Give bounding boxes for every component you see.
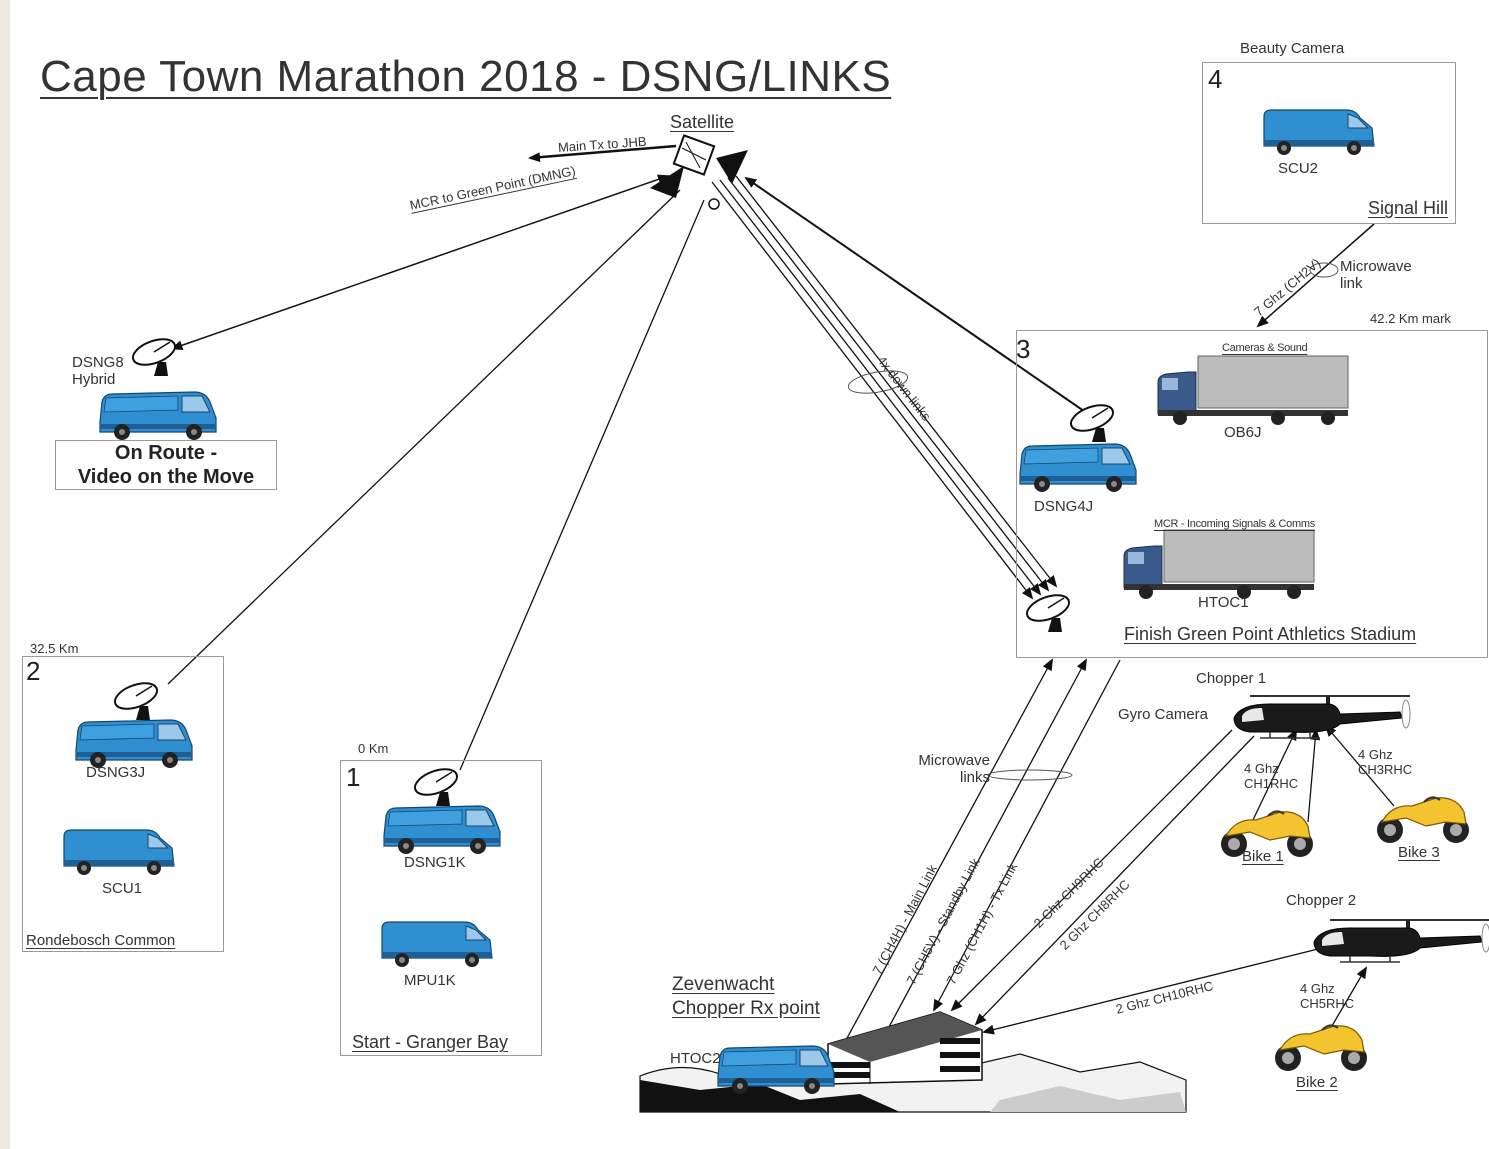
ch5rhc-label: 4 Ghz CH5RHC: [1300, 981, 1355, 1011]
rx-point-links: [845, 658, 1331, 1041]
site3-uplink-line: [744, 176, 1103, 424]
site2-location: Rondebosch Common: [26, 932, 176, 949]
bike-links: [1251, 724, 1395, 1037]
rx-point-line1: Zevenwacht: [672, 974, 775, 995]
site1-km: 0 Km: [358, 741, 389, 756]
site1-uplink-line: [459, 199, 705, 771]
onroute-caption-line2: Video on the Move: [77, 466, 255, 488]
htoc2-label: HTOC2: [670, 1050, 721, 1067]
onroute-caption-line1: On Route -: [114, 442, 218, 464]
bike3-label: Bike 3: [1398, 844, 1440, 861]
chopper2-label: Chopper 2: [1286, 892, 1357, 909]
ch1rhc-label: 4 Ghz CH1RHC: [1244, 761, 1299, 791]
building-icon: [827, 1011, 983, 1085]
page-title: Cape Town Marathon 2018 - DSNG/LINKS: [40, 52, 892, 101]
mpu1k-label: MPU1K: [404, 972, 456, 989]
scu2-label: SCU2: [1278, 160, 1319, 177]
gyro-camera-label: Gyro Camera: [1118, 706, 1209, 723]
site3-location: Finish Green Point Athletics Stadium: [1124, 624, 1417, 644]
main-tx-arrow: [528, 144, 677, 163]
htoc1-label: HTOC1: [1198, 594, 1249, 611]
ch3rhc-label: 4 Ghz CH3RHC: [1358, 747, 1413, 777]
bike3-icon: [1376, 796, 1470, 844]
site2-number: 2: [26, 656, 41, 686]
truck2-label: MCR - Incoming Signals & Comms: [1154, 518, 1315, 530]
site2-box: [22, 656, 224, 952]
page-margin: [0, 0, 10, 1149]
bike2-label: Bike 2: [1296, 1074, 1338, 1091]
chopper1-icon: [1233, 695, 1411, 739]
microwave-links-label: Microwave links: [918, 752, 990, 787]
site2-uplink-line: [167, 189, 681, 685]
microwave-link-label: Microwave link: [1340, 258, 1412, 293]
site1-number: 1: [346, 762, 361, 792]
site4-location: Signal Hill: [1368, 198, 1449, 218]
scu1-label: SCU1: [102, 880, 143, 897]
site4-heading: Beauty Camera: [1240, 40, 1345, 57]
ob6j-label: OB6J: [1224, 424, 1262, 441]
satellite-label: Satellite: [670, 112, 735, 132]
site3-km: 42.2 Km mark: [1370, 311, 1451, 326]
site4-number: 4: [1208, 64, 1223, 94]
bike2-icon: [1274, 1024, 1368, 1072]
truck1-label: Cameras & Sound: [1222, 342, 1308, 354]
signal-hill-microwave-line: [1256, 223, 1375, 328]
site1-location: Start - Granger Bay: [352, 1032, 509, 1052]
dsng1k-label: DSNG1K: [404, 854, 466, 871]
chopper1-label: Chopper 1: [1196, 670, 1267, 687]
site2-km: 32.5 Km: [30, 641, 79, 656]
onroute-uplink-line: [170, 174, 670, 351]
rx-point-line2: Chopper Rx point: [672, 998, 820, 1019]
site3-box: [1016, 330, 1488, 658]
onroute-caption-box: On Route - Video on the Move: [55, 440, 277, 490]
site4-box: [1202, 62, 1456, 224]
down-links-lines: [711, 175, 1058, 600]
dsng3j-label: DSNG3J: [86, 764, 146, 781]
chopper2-icon: [1313, 919, 1489, 963]
site1-box: [340, 760, 542, 1056]
site3-number: 3: [1016, 334, 1031, 364]
bike1-label: Bike 1: [1242, 848, 1284, 865]
dsng4j-label: DSNG4J: [1034, 498, 1094, 515]
dsng8-label: DSNG8 Hybrid: [72, 354, 124, 389]
